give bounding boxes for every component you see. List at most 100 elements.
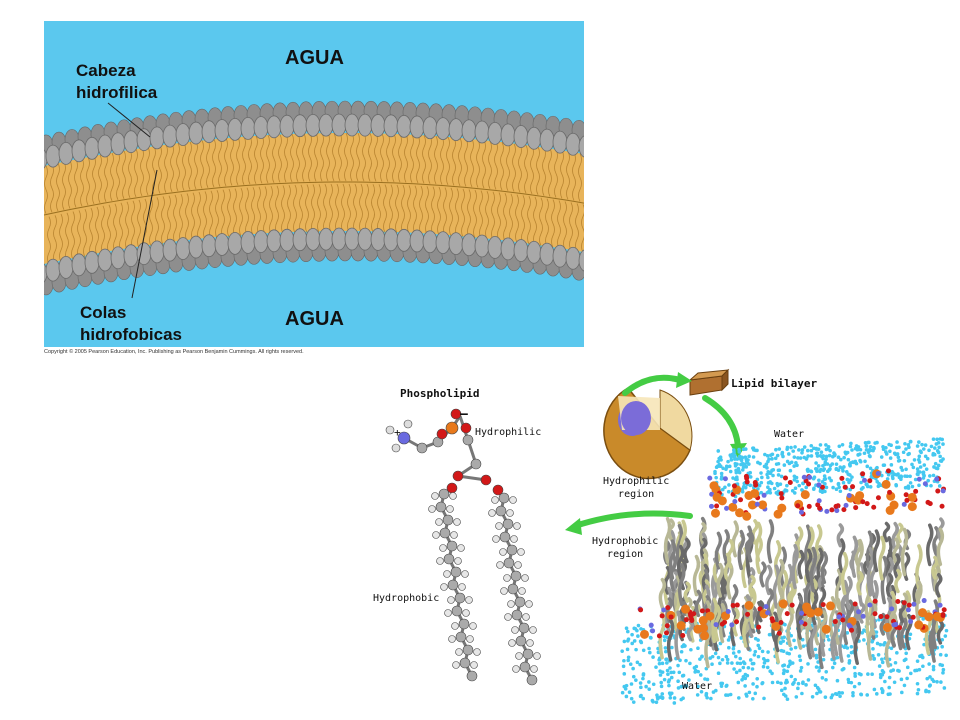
phospholipid-head-bottom — [110, 246, 126, 270]
tail-carbon-atom — [454, 592, 466, 604]
oxygen-atom — [450, 408, 462, 420]
carbon-atom — [462, 434, 474, 446]
tail-carbon-atom — [455, 631, 467, 643]
phospholipid-head-top — [266, 115, 282, 139]
phospholipid-head-top — [292, 114, 308, 138]
lipid-bilayer-title: Lipid bilayer — [731, 377, 818, 390]
phospholipid-head-bottom — [448, 232, 464, 256]
simulated-bilayer — [620, 437, 949, 705]
tail-carbon-atom — [447, 579, 459, 591]
phosphorus-atom — [445, 421, 459, 435]
phospholipid-head-top — [318, 113, 334, 137]
cell-cutaway-icon — [603, 387, 693, 480]
phospholipid-head-top — [110, 132, 126, 156]
phospholipid-head-bottom — [149, 240, 165, 264]
tail-hydrogen-atom — [492, 535, 500, 543]
head-label-line1: Cabeza — [76, 61, 136, 80]
tail-hydrogen-atom — [473, 648, 481, 656]
phospholipid-head-top — [487, 121, 503, 145]
phospholipid-head-top — [175, 123, 191, 146]
phospholipid-head-bottom — [71, 253, 87, 277]
phospholipid-head-bottom — [279, 228, 295, 252]
hydrophilic-label: Hydrophilic — [475, 427, 542, 438]
phospholipid-head-bottom — [97, 248, 113, 272]
phospholipid-head-bottom — [357, 227, 373, 251]
phospholipid-head-bottom — [552, 244, 568, 268]
tail-carbon-atom — [495, 505, 507, 517]
tail-hydrogen-atom — [446, 505, 454, 513]
phospholipid-head-bottom — [396, 228, 412, 252]
phospholipid-head-bottom — [214, 233, 230, 256]
tail-hydrogen-atom — [508, 639, 516, 647]
tail-hydrogen-atom — [496, 561, 504, 569]
oxygen-atom — [492, 484, 504, 496]
hydrophobic-region-label: Hydrophobic region — [592, 535, 658, 561]
phospholipid-head-top — [552, 130, 568, 154]
hydrophobic-label: Hydrophobic — [373, 593, 440, 604]
tails-label-line1: Colas — [80, 303, 127, 322]
hydrophilic-region-label: Hydrophilic region — [603, 475, 669, 501]
tail-hydrogen-atom — [488, 509, 496, 517]
tail-carbon-atom — [435, 501, 447, 513]
hydrophobic-tails-label: Colas hidrofobicas — [80, 302, 182, 346]
phospholipid-head-bottom — [565, 246, 581, 270]
tail-carbon-atom — [466, 670, 478, 682]
tail-hydrogen-atom — [470, 661, 478, 669]
hydrophobic-region-line2: region — [607, 549, 644, 560]
phospholipid-head-top — [513, 125, 529, 148]
phospholipid-head-bottom — [305, 227, 321, 251]
hydrophilic-head-label: Cabeza hidrofilica — [76, 60, 157, 104]
phospholipid-head-top — [396, 114, 412, 138]
plus-charge: + — [394, 426, 401, 439]
phospholipid-head-top — [214, 119, 230, 142]
phospholipid-head-top — [279, 114, 295, 138]
phospholipid-head-bottom — [188, 235, 204, 259]
tail-hydrogen-atom — [462, 609, 470, 617]
tail-carbon-atom — [499, 531, 511, 543]
tail-hydrogen-atom — [457, 544, 465, 552]
phospholipid-head-bottom — [487, 235, 503, 259]
phospholipid-head-bottom — [422, 230, 438, 254]
phospholipid-head-bottom — [461, 233, 477, 257]
carbon-atom — [416, 442, 428, 454]
tail-carbon-atom — [502, 518, 514, 530]
tail-carbon-atom — [514, 596, 526, 608]
arrow-cell-to-block — [622, 374, 683, 396]
tail-hydrogen-atom — [454, 557, 462, 565]
phospholipid-head-bottom — [240, 230, 256, 254]
tail-carbon-atom — [522, 648, 534, 660]
phospholipid-head-top — [58, 141, 74, 165]
tail-hydrogen-atom — [447, 596, 455, 604]
tail-hydrogen-atom — [503, 574, 511, 582]
tail-hydrogen-atom — [515, 652, 523, 660]
tail-hydrogen-atom — [432, 531, 440, 539]
phospholipid-head-bottom — [474, 234, 490, 258]
tail-carbon-atom — [519, 661, 531, 673]
phospholipid-head-top — [227, 117, 243, 141]
copyright-text: Copyright © 2005 Pearson Education, Inc.… — [44, 349, 304, 355]
phospholipid-head-top — [162, 124, 178, 148]
phospholipid-head-top — [97, 134, 113, 158]
tail-hydrogen-atom — [525, 600, 533, 608]
tail-hydrogen-atom — [495, 522, 503, 530]
phospholipid-title: Phospholipid — [400, 387, 480, 400]
hydrophobic-region-line1: Hydrophobic — [592, 536, 659, 547]
phospholipid-head-top — [578, 135, 584, 158]
tail-hydrogen-atom — [511, 626, 519, 634]
phospholipid-head-top — [188, 121, 204, 145]
minus-charge: – — [460, 407, 468, 422]
tail-hydrogen-atom — [461, 570, 469, 578]
phospholipid-head-bottom — [58, 255, 74, 279]
phospholipid-head-top — [240, 116, 256, 140]
phospholipid-head-bottom — [201, 234, 217, 258]
phospholipid-head-top — [370, 114, 386, 137]
tail-carbon-atom — [503, 557, 515, 569]
tail-carbon-atom — [446, 540, 458, 552]
tail-hydrogen-atom — [513, 522, 521, 530]
tail-hydrogen-atom — [455, 648, 463, 656]
lipid-bilayer-block-icon — [688, 368, 730, 396]
phospholipid-head-top — [461, 119, 477, 143]
tail-hydrogen-atom — [466, 635, 474, 643]
phospholipid-head-bottom — [253, 230, 269, 253]
tail-hydrogen-atom — [510, 535, 518, 543]
